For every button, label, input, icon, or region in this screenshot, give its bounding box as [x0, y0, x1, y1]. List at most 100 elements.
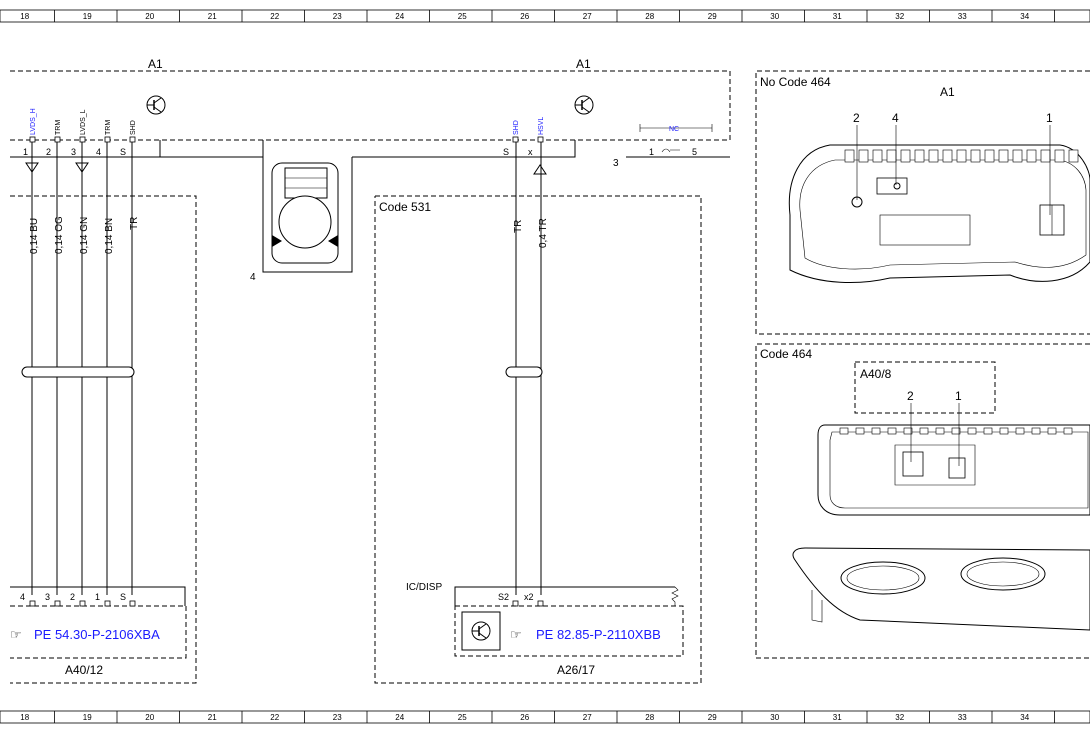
svg-text:5: 5 — [692, 147, 697, 157]
grid-column-number: 18 — [20, 12, 29, 21]
housing-rib — [914, 149, 925, 163]
grid-column-number: 27 — [583, 12, 592, 21]
transistor-icon — [146, 95, 166, 115]
wire-label: 0,14 BN — [104, 218, 115, 254]
housing-rib — [951, 427, 961, 435]
pe-link-right[interactable]: PE 82.85-P-2110XBB — [536, 627, 661, 642]
svg-text:S: S — [120, 147, 126, 157]
nc-label: NC — [669, 126, 679, 133]
a1-left-label: A1 — [148, 57, 163, 71]
housing-rib — [886, 149, 897, 163]
housing-rib — [1026, 149, 1037, 163]
no-code-464-label: No Code 464 — [760, 75, 831, 89]
housing-rib — [1012, 149, 1023, 163]
svg-text:3: 3 — [71, 147, 76, 157]
housing-rib — [970, 149, 981, 163]
grid-column-number: 19 — [83, 12, 92, 21]
svg-text:1: 1 — [955, 389, 962, 403]
grid-column-number: 21 — [208, 12, 217, 21]
grid-column-number: 32 — [895, 12, 904, 21]
housing-rib — [1047, 427, 1057, 435]
connector-4-label: 4 — [250, 272, 256, 283]
cluster-housing-drawing — [788, 144, 1090, 283]
svg-text:TRM: TRM — [55, 120, 62, 135]
svg-text:2: 2 — [70, 592, 75, 602]
grid-column-number: 29 — [708, 12, 717, 21]
housing-rib — [967, 427, 977, 435]
svg-text:S: S — [120, 592, 126, 602]
grid-column-number: 19 — [83, 713, 92, 722]
wire-label: 0,14 BU — [29, 218, 40, 254]
housing-rib — [928, 149, 939, 163]
grid-column-number: 23 — [333, 12, 342, 21]
housing-rib — [858, 149, 869, 163]
svg-text:1: 1 — [95, 592, 100, 602]
svg-text:SHD: SHD — [513, 120, 520, 135]
grid-column-number: 20 — [145, 713, 154, 722]
plug-symbol: 4 — [250, 140, 353, 283]
ground-symbol — [533, 164, 547, 175]
housing-rib — [887, 427, 897, 435]
hand-pointer-icon: ☞ — [510, 627, 522, 642]
housing-rib — [844, 149, 855, 163]
wire-label: 0,14 OG — [54, 216, 65, 254]
svg-text:HSVL: HSVL — [538, 117, 545, 135]
svg-text:1: 1 — [23, 147, 28, 157]
svg-text:4: 4 — [96, 147, 101, 157]
grid-column-number: 22 — [270, 713, 279, 722]
housing-rib — [942, 149, 953, 163]
hand-pointer-icon: ☞ — [10, 627, 22, 642]
code-464-label: Code 464 — [760, 347, 812, 361]
grid-column-number: 34 — [1020, 12, 1029, 21]
housing-rib — [1015, 427, 1025, 435]
code-464-panel: Code 464 A40/8 2 1 — [755, 343, 1090, 659]
a40-12-box: A40/12 4 3 2 1 S ☞ PE 54.30-P-2106XBA — [10, 195, 197, 684]
grid-column-number: 28 — [645, 713, 654, 722]
housing-rib — [956, 149, 967, 163]
housing-rib — [935, 427, 945, 435]
wire-label: TR — [129, 217, 140, 230]
svg-text:2: 2 — [853, 111, 860, 125]
photo-callouts: 2 4 1 — [853, 111, 1053, 215]
housing-rib — [919, 427, 929, 435]
housing-rib — [999, 427, 1009, 435]
svg-text:LVDS_L: LVDS_L — [80, 109, 87, 135]
a1-photo-label: A1 — [940, 85, 955, 99]
grid-column-number: 33 — [958, 713, 967, 722]
a1-mid-label: A1 — [576, 57, 591, 71]
housing-rib — [1040, 149, 1051, 163]
a40-8-label: A40/8 — [860, 367, 892, 381]
svg-text:SHD: SHD — [130, 120, 137, 135]
grid-column-number: 32 — [895, 713, 904, 722]
grid-column-number: 28 — [645, 12, 654, 21]
svg-text:S2: S2 — [498, 592, 509, 602]
grid-column-number: 18 — [20, 713, 29, 722]
housing-rib — [855, 427, 865, 435]
grid-column-number: 24 — [395, 12, 404, 21]
display-cover-drawing — [792, 547, 1090, 631]
housing-rib — [872, 149, 883, 163]
pin: TRM 2 — [46, 120, 62, 157]
grid-column-number: 34 — [1020, 713, 1029, 722]
wire-label: 0,14 GN — [79, 217, 90, 254]
grid-column-number: 21 — [208, 713, 217, 722]
grid-column-number: 26 — [520, 713, 529, 722]
pe-link-left[interactable]: PE 54.30-P-2106XBA — [34, 627, 160, 642]
pin: LVDS_H1 — [23, 108, 37, 157]
transistor-icon — [574, 95, 594, 115]
svg-text:2: 2 — [907, 389, 914, 403]
svg-text:2: 2 — [46, 147, 51, 157]
code-531-box: Code 531 TR 0,4 TR IC/DISP S2 x2 ☞ PE 82… — [374, 142, 702, 684]
grid-column-number: 31 — [833, 713, 842, 722]
housing-rib — [998, 149, 1009, 163]
svg-text:4: 4 — [892, 111, 899, 125]
grid-column-number: 23 — [333, 713, 342, 722]
grid-column-number: 26 — [520, 12, 529, 21]
grid-column-number: 31 — [833, 12, 842, 21]
